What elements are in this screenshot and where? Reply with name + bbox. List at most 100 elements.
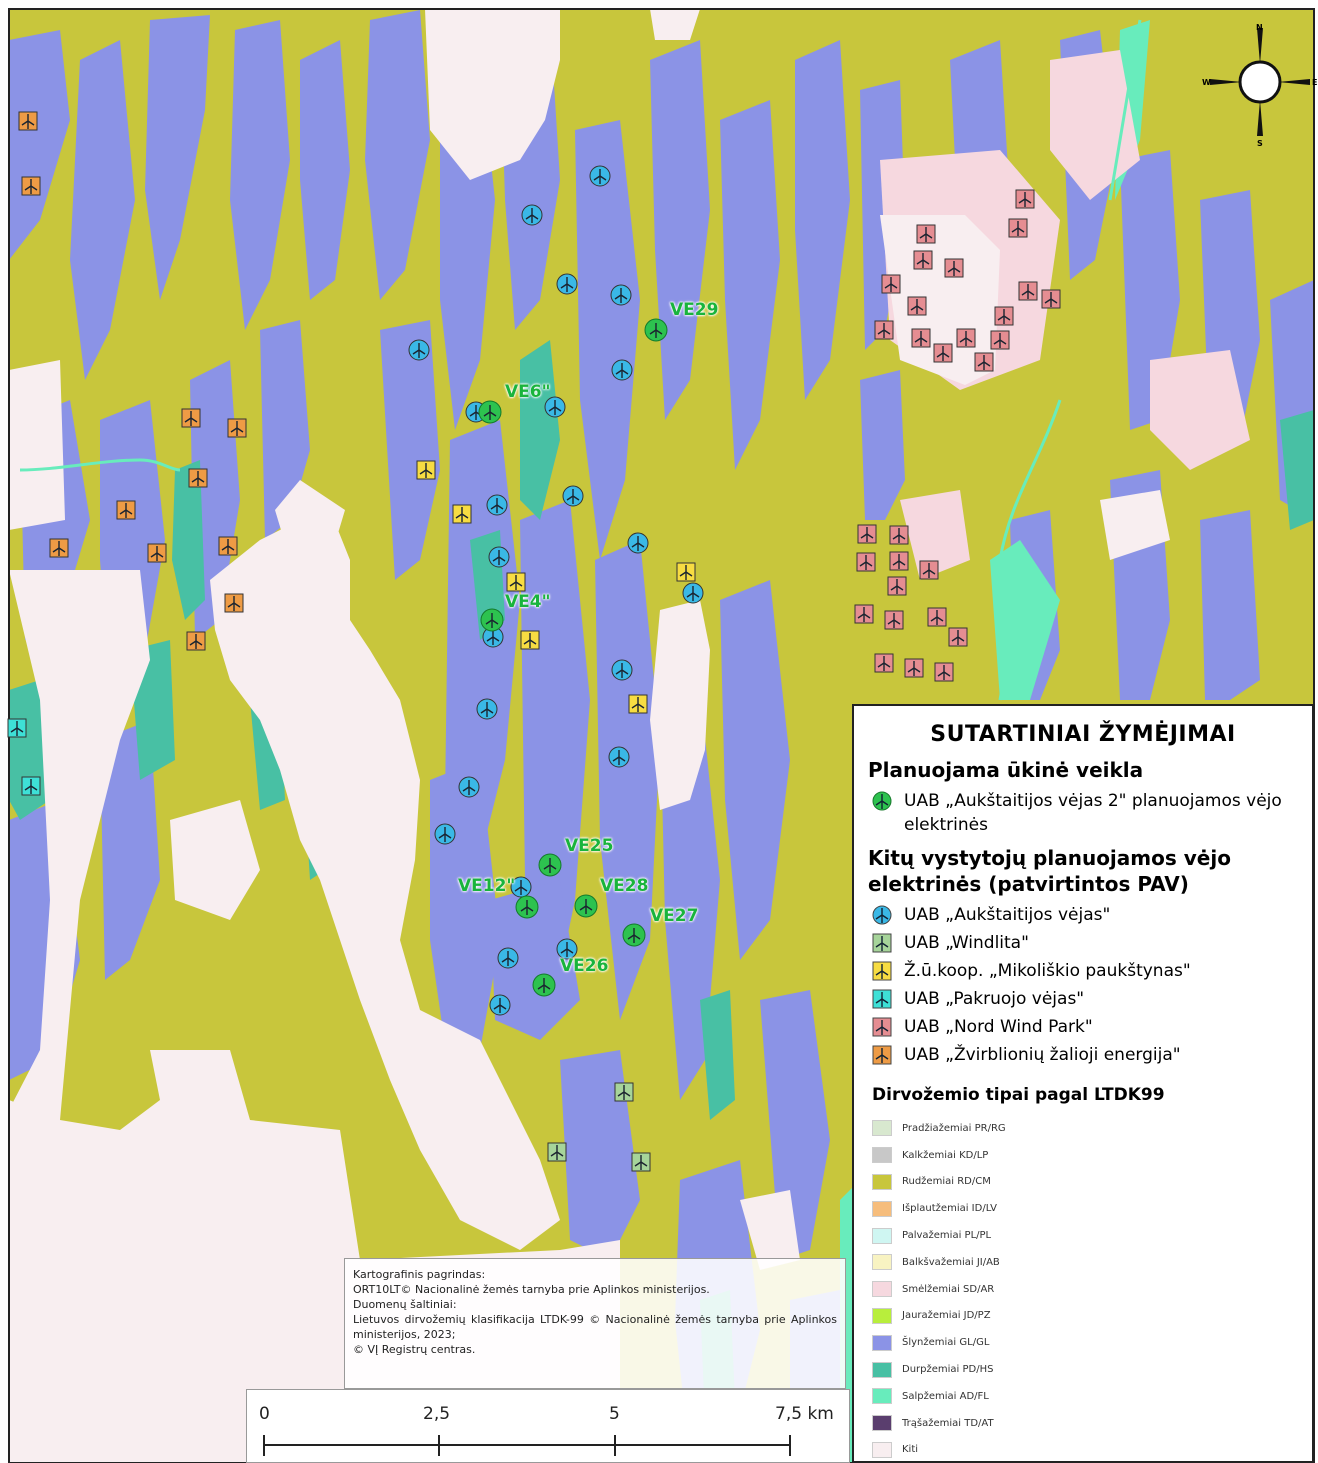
planned-turbine-marker [532,973,556,997]
legend-section-others: Kitų vystytojų planuojamos vėjo elektrin… [868,846,1231,896]
zvirblioniu-turbine-marker [18,111,38,131]
compass-west: W [1202,78,1211,87]
aukstaitijos-turbine-marker [589,165,611,187]
nordwind-turbine-marker [1008,218,1028,238]
legend-item-developer: UAB „Aukštaitijos vėjas" [872,903,1298,927]
aukstaitijos-turbine-marker [682,582,704,604]
aukstaitijos-turbine-marker [544,396,566,418]
planned-turbine-icon [872,791,892,811]
aukstaitijos-turbine-marker [608,746,630,768]
soil-label: Palvažemiai PL/PL [902,1230,992,1242]
soil-label: Durpžemiai PD/HS [902,1364,994,1376]
soil-label: Trąšažemiai TD/AT [902,1417,994,1429]
turbine-label: VE25 [565,836,614,856]
nordwind-turbine-marker [889,525,909,545]
aukstaitijos-turbine-marker [556,273,578,295]
credits-line: © VĮ Registrų centras. [353,1343,476,1356]
legend-item-planned: UAB „Aukštaitijos vėjas 2" planuojamos v… [872,789,1298,837]
soil-swatch [872,1200,892,1217]
legend-item-developer: UAB „Nord Wind Park" [872,1015,1298,1039]
scale-tick-label: 5 [609,1404,620,1424]
soil-legend-item: Jauražemiai JD/PZ [872,1303,1298,1330]
planned-turbine-marker [478,400,502,424]
compass-icon: N S W E [1202,23,1317,148]
soil-label: Balkšvažemiai JI/AB [902,1256,1000,1268]
legend-label: UAB „Windlita" [904,933,1029,953]
aukstaitijos-turbine-marker [408,339,430,361]
legend-label: UAB „Aukštaitijos vėjas 2" planuojamos v… [904,791,1282,835]
developer-turbine-icon [872,961,892,981]
mikoliskio-turbine-marker [506,572,526,592]
soil-legend-item: Išplautžemiai ID/LV [872,1195,1298,1222]
nordwind-turbine-marker [874,320,894,340]
zvirblioniu-turbine-marker [49,538,69,558]
aukstaitijos-turbine-marker [610,284,632,306]
planned-turbine-marker [515,895,539,919]
zvirblioniu-turbine-marker [21,176,41,196]
nordwind-turbine-marker [857,524,877,544]
nordwind-turbine-marker [933,343,953,363]
nordwind-turbine-marker [887,576,907,596]
soil-label: Smėlžemiai SD/AR [902,1283,995,1295]
zvirblioniu-turbine-marker [147,543,167,563]
soil-label: Pradžiažemiai PR/RG [902,1122,1006,1134]
credits-line: Kartografinis pagrindas: [353,1268,486,1281]
soil-swatch [872,1281,892,1298]
aukstaitijos-turbine-marker [556,938,578,960]
nordwind-turbine-marker [927,607,947,627]
soil-label: Kalkžemiai KD/LP [902,1149,989,1161]
soil-swatch [872,1388,892,1405]
credits-line: ORT10LT© Nacionalinė žemės tarnyba prie … [353,1283,710,1296]
soil-swatch [872,1441,892,1458]
developer-turbine-icon [872,905,892,925]
compass-south: S [1257,139,1263,148]
nordwind-turbine-marker [1015,189,1035,209]
nordwind-turbine-marker [934,662,954,682]
aukstaitijos-turbine-marker [434,823,456,845]
zvirblioniu-turbine-marker [188,468,208,488]
nordwind-turbine-marker [916,224,936,244]
scale-tick-label: 0 [259,1404,270,1424]
nordwind-turbine-marker [994,306,1014,326]
scale-tick-label: 7,5 km [775,1404,834,1424]
planned-turbine-marker [622,923,646,947]
developer-turbine-icon [872,1017,892,1037]
soil-legend-item: Smėlžemiai SD/AR [872,1276,1298,1303]
mikoliskio-turbine-marker [452,504,472,524]
nordwind-turbine-marker [913,250,933,270]
legend-item-developer: Ž.ū.koop. „Mikoliškio paukštynas" [872,959,1298,983]
aukstaitijos-turbine-marker [488,546,510,568]
data-sources-box: Kartografinis pagrindas: ORT10LT© Nacion… [344,1258,846,1389]
zvirblioniu-turbine-marker [224,593,244,613]
soil-legend-item: Balkšvažemiai JI/AB [872,1249,1298,1276]
soil-label: Išplautžemiai ID/LV [902,1203,998,1215]
aukstaitijos-turbine-marker [521,204,543,226]
soil-legend-item: Kiti [872,1437,1298,1463]
soil-label: Šlynžemiai GL/GL [902,1337,990,1349]
aukstaitijos-turbine-marker [486,494,508,516]
turbine-label: VE27 [650,906,699,926]
aukstaitijos-turbine-marker [611,659,633,681]
aukstaitijos-turbine-marker [611,359,633,381]
windlita-turbine-marker [631,1152,651,1172]
scale-tick-label: 2,5 [423,1404,451,1424]
zvirblioniu-turbine-marker [218,536,238,556]
planned-turbine-marker [480,608,504,632]
aukstaitijos-turbine-marker [489,994,511,1016]
soil-swatch [872,1227,892,1244]
soil-swatch [872,1415,892,1432]
turbine-label: VE29 [670,300,719,320]
scale-line [263,1435,791,1456]
scale-bar: 0 2,5 5 7,5 km [246,1389,850,1463]
developer-turbine-icon [872,933,892,953]
nordwind-turbine-marker [884,610,904,630]
nordwind-turbine-marker [856,552,876,572]
planned-turbine-marker [644,318,668,342]
developer-turbine-icon [872,989,892,1009]
soil-legend-item: Pradžiažemiai PR/RG [872,1115,1298,1142]
soil-swatch [872,1254,892,1271]
legend-label: Ž.ū.koop. „Mikoliškio paukštynas" [904,961,1191,981]
turbine-label: VE12" [458,876,516,896]
